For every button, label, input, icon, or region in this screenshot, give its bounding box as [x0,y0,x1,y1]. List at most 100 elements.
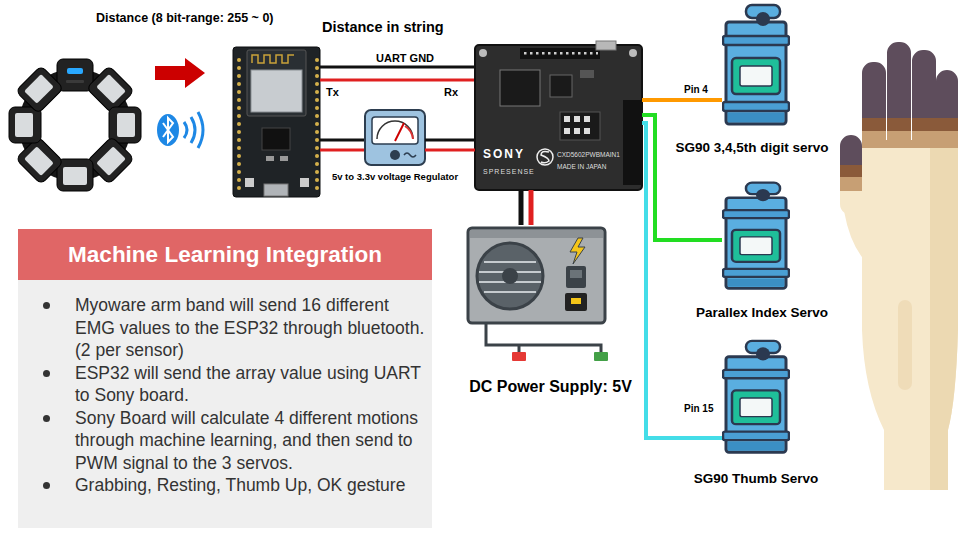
wire-connector [529,190,534,225]
bluetooth-icon [157,114,179,146]
esp32-board [280,156,288,161]
prosthetic-hand [835,165,870,177]
sony-spresense-board [574,116,580,122]
sony-spresense-board [584,128,590,134]
uart-wires [320,79,475,82]
prosthetic-hand [835,191,870,271]
sony-spresense-board [560,112,600,140]
servo-icon [723,183,789,289]
dc-power-supply [484,291,536,293]
myo-armband [57,159,93,191]
bullet-item: ESP32 will send the array value using UA… [18,362,427,407]
voltage-regulator-gauge [404,153,416,157]
myo-armband [16,66,64,114]
bluetooth-icon [191,117,195,143]
myo-armband [16,136,64,184]
bullet-text: Sony Board will calculate 4 different mo… [75,407,427,475]
esp32-board [233,47,320,197]
prosthetic-hand [830,30,960,498]
myo-armband [86,136,134,184]
esp32-board [251,70,302,112]
voltage-regulator-gauge [365,110,425,165]
bullet-text: Grabbing, Resting, Thumb Up, OK gesture [75,474,427,497]
myo-armband [63,167,87,185]
voltage-regulator-gauge [365,110,425,165]
myo-armband [9,59,141,191]
panel-heading: Machine Learning Integration [68,242,382,268]
wire-connector [642,123,722,438]
bluetooth-icon [157,112,203,148]
wire-connector [642,115,722,240]
sony-spresense-board [520,48,600,59]
sony-spresense-board [629,49,637,57]
board-brand: SONY [483,148,525,162]
myo-armband [96,74,126,104]
prosthetic-hand [830,30,960,118]
dc-power-supply [502,268,518,284]
dc-power-supply [512,352,526,361]
bullet-item: Sony Board will calculate 4 different mo… [18,407,427,475]
sony-spresense-board [580,70,594,78]
myo-armband [86,66,134,114]
voltage-regulator-gauge [405,126,413,139]
wire-connector [425,139,475,142]
bluetooth-icon [163,118,173,142]
red-arrow [155,58,205,88]
bullet-dot [43,370,50,377]
servo-motor: Parallex Index Servo [722,180,790,292]
myo-armband [86,66,134,114]
myo-armband [16,136,64,184]
prosthetic-hand [830,30,960,498]
prosthetic-hand [930,148,960,498]
myo-armband [9,107,41,143]
voltage-regulator-gauge [390,150,400,160]
bullet-item: Myoware arm band will send 16 different … [18,294,427,362]
myo-armband [66,80,84,83]
component-label: DC Power Supply: 5V [469,378,632,396]
panel-body: Myoware arm band will send 16 different … [18,280,432,506]
myo-armband [86,136,134,184]
pin-name: Rx [444,86,458,99]
voltage-regulator: 5v to 3.3v voltage Regulator [365,110,425,165]
board-product-name: SPRESENSE [483,168,535,176]
prosthetic-hand [835,130,870,165]
pin-label: Pin 15 [683,403,714,415]
sony-spresense-board [564,116,570,122]
myo-armband [24,74,54,104]
myo-armband [57,159,93,191]
sony-spresense-board [584,116,590,122]
esp32-board [262,128,290,150]
sony-spresense-board [537,149,553,165]
dc-power-supply [477,243,543,309]
esp32-board [266,156,274,161]
dc-power-supply [484,261,536,263]
servo-icon [723,5,789,124]
myo-armband [109,107,141,143]
sony-spresense-board [475,45,642,190]
dc-power-supply [470,230,603,238]
bullet-dot [43,415,50,422]
wire-connector [642,98,722,102]
power-supply: DC Power Supply: 5V [468,225,605,365]
myo-armband [117,113,135,137]
servo-motor: SG90 Thumb Servo [722,338,790,456]
esp32-board [264,184,288,196]
bullet-dot [43,302,50,309]
prosthetic-hand [830,148,960,498]
sony-spresense-board: SONYCXD5602PWBMAIN1SPRESENSEMADE IN JAPA… [475,45,642,190]
prosthetic-hand [835,130,870,271]
esp32-board [245,178,254,187]
signal-name: UART GND [376,52,434,65]
myo-armband [109,107,141,143]
sony-spresense-board [475,41,642,190]
esp32-board [233,47,320,197]
dc-power-supply [468,228,608,361]
sony-spresense-board [479,49,487,57]
myo-armband [67,68,83,74]
sony-spresense-board [550,75,572,97]
uart-wires [320,67,475,150]
prosthetic-hand [835,177,870,191]
prosthetic-hand [830,118,960,131]
